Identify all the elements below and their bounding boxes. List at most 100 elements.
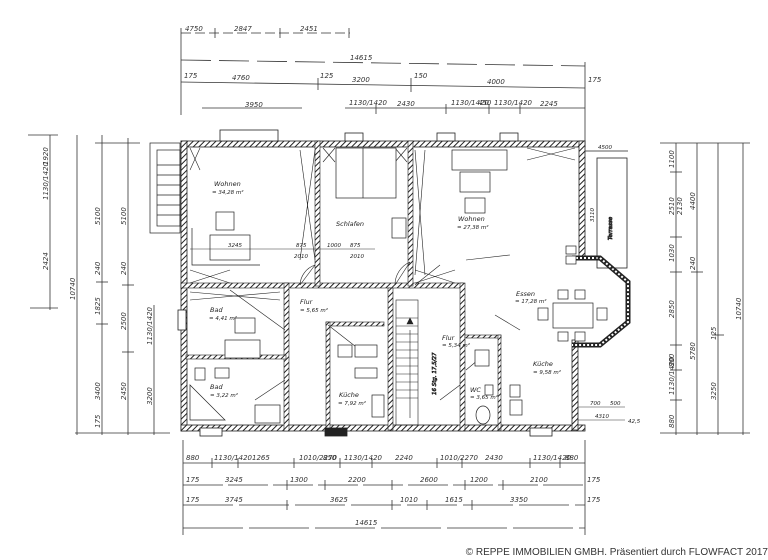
- svg-text:5100: 5100: [120, 207, 128, 225]
- svg-text:2130: 2130: [676, 197, 684, 215]
- svg-text:5780: 5780: [689, 342, 697, 360]
- right-dimension-lines: [660, 142, 750, 435]
- svg-text:3245: 3245: [228, 243, 242, 249]
- svg-text:2100: 2100: [530, 476, 548, 484]
- svg-text:3745: 3745: [225, 496, 243, 504]
- svg-text:875: 875: [350, 243, 361, 249]
- svg-text:4500: 4500: [598, 145, 612, 151]
- svg-text:175: 175: [184, 72, 198, 80]
- terrace: Terrasse: [585, 150, 628, 269]
- svg-text:1000: 1000: [327, 243, 341, 249]
- svg-text:2010: 2010: [350, 254, 364, 260]
- svg-text:1010: 1010: [400, 496, 418, 504]
- top-dimension-labels: 4750 2847 2451 14615 175 4760 125 3200 1…: [184, 25, 602, 109]
- svg-text:175: 175: [186, 476, 200, 484]
- svg-text:= 4,41 m²: = 4,41 m²: [209, 315, 238, 322]
- svg-text:= 3,65 m²: = 3,65 m²: [470, 394, 499, 401]
- svg-text:3200: 3200: [352, 76, 370, 84]
- room-bad-2: Bad: [210, 383, 223, 391]
- svg-text:880: 880: [186, 454, 200, 462]
- svg-text:3950: 3950: [245, 101, 263, 109]
- svg-text:2850: 2850: [668, 300, 676, 318]
- svg-text:= 3,22 m²: = 3,22 m²: [210, 392, 239, 399]
- svg-text:240: 240: [120, 261, 128, 275]
- svg-text:240: 240: [94, 261, 102, 275]
- svg-text:1200: 1200: [470, 476, 488, 484]
- svg-text:1130/1420: 1130/1420: [344, 454, 383, 462]
- interior-dimension-labels: 3245 875 2010 1000 875 2010 700 500 4310…: [228, 145, 641, 425]
- svg-text:3625: 3625: [330, 496, 348, 504]
- svg-text:880: 880: [668, 414, 676, 428]
- svg-text:Terrasse: Terrasse: [608, 216, 614, 240]
- svg-text:150: 150: [414, 72, 428, 80]
- svg-text:2451: 2451: [300, 25, 318, 33]
- svg-text:1010/2270: 1010/2270: [440, 454, 479, 462]
- svg-text:4310: 4310: [595, 414, 609, 420]
- svg-text:10740: 10740: [735, 297, 743, 320]
- svg-text:175: 175: [587, 496, 601, 504]
- right-dimension-labels: 1100 2510 2130 1030 2850 800 1130/1420 8…: [668, 150, 743, 428]
- svg-text:1130/1420: 1130/1420: [42, 161, 50, 200]
- svg-text:42,5: 42,5: [628, 419, 641, 425]
- svg-text:2430: 2430: [485, 454, 503, 462]
- window-crosses: [189, 147, 576, 301]
- svg-text:450: 450: [478, 99, 492, 107]
- svg-text:175: 175: [94, 414, 102, 428]
- svg-text:1265: 1265: [252, 454, 270, 462]
- svg-text:1920: 1920: [42, 147, 50, 165]
- room-wohnen-1: Wohnen: [214, 180, 241, 188]
- svg-text:14615: 14615: [350, 54, 373, 62]
- bottom-dimension-lines: [182, 440, 586, 535]
- svg-text:= 27,38 m²: = 27,38 m²: [457, 224, 489, 231]
- svg-text:2500: 2500: [120, 312, 128, 330]
- svg-text:4760: 4760: [232, 74, 250, 82]
- svg-text:= 34,28 m²: = 34,28 m²: [212, 189, 244, 196]
- svg-text:4400: 4400: [689, 192, 697, 210]
- svg-text:875: 875: [296, 243, 307, 249]
- room-wc: WC: [470, 386, 481, 394]
- svg-text:= 7,92 m²: = 7,92 m²: [338, 400, 367, 407]
- window-markers: [177, 129, 553, 437]
- interior-stairs: 16 Stg. 17,5/27: [395, 299, 438, 426]
- svg-text:= 17,28 m²: = 17,28 m²: [515, 298, 547, 305]
- svg-text:2424: 2424: [42, 252, 50, 270]
- svg-text:500: 500: [610, 401, 621, 407]
- svg-text:4000: 4000: [487, 78, 505, 86]
- svg-text:125: 125: [710, 326, 718, 340]
- svg-text:1130/1420: 1130/1420: [494, 99, 533, 107]
- room-kueche-1: Küche: [339, 391, 359, 399]
- svg-text:175: 175: [587, 476, 601, 484]
- svg-text:3350: 3350: [510, 496, 528, 504]
- svg-text:1825: 1825: [94, 297, 102, 315]
- svg-text:1130/1420: 1130/1420: [214, 454, 253, 462]
- svg-text:1130/1420: 1130/1420: [146, 306, 154, 345]
- room-flur-2: Flur: [442, 334, 456, 342]
- left-dimension-labels: 1920 1130/1420 2424 10740 5100 240 1825 …: [42, 147, 154, 428]
- room-essen: Essen: [516, 290, 535, 298]
- svg-text:3400: 3400: [94, 382, 102, 400]
- svg-text:14615: 14615: [355, 519, 378, 527]
- svg-text:1100: 1100: [668, 150, 676, 168]
- svg-text:1300: 1300: [290, 476, 308, 484]
- svg-text:= 9,58 m²: = 9,58 m²: [533, 369, 562, 376]
- svg-text:850: 850: [323, 454, 337, 462]
- svg-text:2245: 2245: [540, 100, 558, 108]
- svg-text:700: 700: [590, 401, 601, 407]
- svg-text:1130/1420: 1130/1420: [533, 454, 572, 462]
- furniture: [189, 147, 608, 425]
- svg-text:3200: 3200: [146, 387, 154, 405]
- svg-text:1030: 1030: [668, 244, 676, 262]
- room-flur-1: Flur: [300, 298, 314, 306]
- exterior-stairs: [149, 142, 181, 234]
- svg-text:1130/1420: 1130/1420: [668, 356, 676, 395]
- svg-text:3245: 3245: [225, 476, 243, 484]
- svg-text:800: 800: [668, 353, 676, 367]
- svg-text:1615: 1615: [445, 496, 463, 504]
- svg-text:3250: 3250: [710, 382, 718, 400]
- svg-text:1130/1420: 1130/1420: [349, 99, 388, 107]
- room-kueche-2: Küche: [533, 360, 553, 368]
- room-schlafen: Schlafen: [336, 220, 364, 228]
- svg-text:2010: 2010: [294, 254, 308, 260]
- svg-text:175: 175: [186, 496, 200, 504]
- left-dimension-lines: [28, 134, 170, 435]
